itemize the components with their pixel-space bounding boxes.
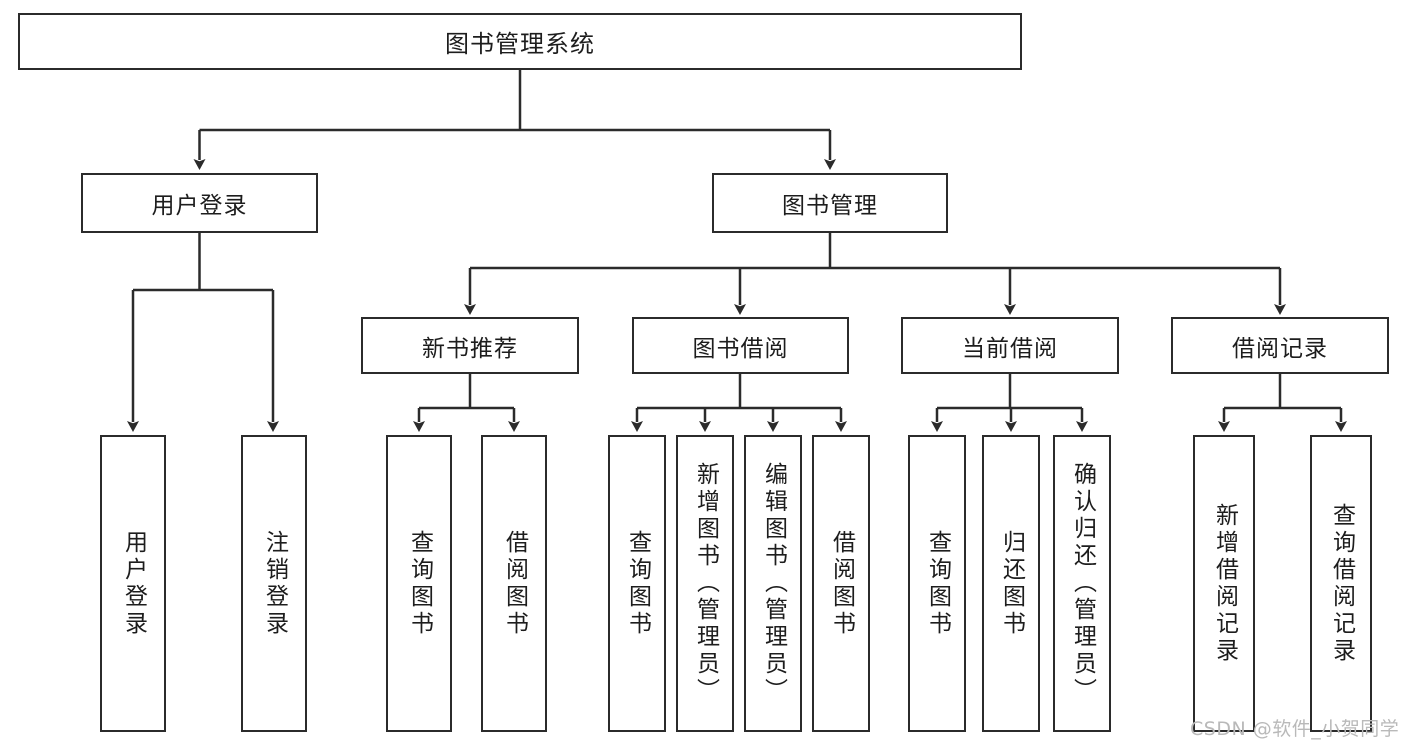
node-book-borrow-label: 图书借阅 xyxy=(692,335,789,362)
node-leaf-query-book-3-label: 查询图书 xyxy=(924,529,951,638)
node-leaf-return-book[interactable]: 归还图书 xyxy=(982,435,1040,732)
node-leaf-confirm-return-label: 确认归还（管理员） xyxy=(1069,462,1096,705)
node-leaf-confirm-return[interactable]: 确认归还（管理员） xyxy=(1053,435,1111,732)
node-leaf-borrow-book-1-label: 借阅图书 xyxy=(501,529,528,638)
node-leaf-add-book-admin[interactable]: 新增图书（管理员） xyxy=(676,435,734,732)
csdn-watermark: CSDN @软件_小贺同学 xyxy=(1190,718,1400,740)
node-book-management-label: 图书管理 xyxy=(782,193,878,219)
node-leaf-query-borrow-record-label: 查询借阅记录 xyxy=(1328,502,1355,665)
node-borrow-record-label: 借阅记录 xyxy=(1232,335,1328,362)
node-leaf-return-book-label: 归还图书 xyxy=(998,529,1025,638)
node-leaf-borrow-book-1[interactable]: 借阅图书 xyxy=(481,435,547,732)
node-leaf-add-borrow-record-label: 新增借阅记录 xyxy=(1211,502,1238,665)
node-current-borrow-label: 当前借阅 xyxy=(962,335,1058,362)
node-book-borrow[interactable]: 图书借阅 xyxy=(632,317,849,374)
node-user-login-label: 用户登录 xyxy=(151,193,248,219)
node-new-book-recommend[interactable]: 新书推荐 xyxy=(361,317,579,374)
node-leaf-logout-label: 注销登录 xyxy=(261,529,288,638)
node-borrow-record[interactable]: 借阅记录 xyxy=(1171,317,1389,374)
node-leaf-user-login[interactable]: 用户登录 xyxy=(100,435,166,732)
node-root-label: 图书管理系统 xyxy=(445,30,595,58)
node-leaf-query-book-1[interactable]: 查询图书 xyxy=(386,435,452,732)
node-new-book-recommend-label: 新书推荐 xyxy=(422,335,518,362)
node-leaf-borrow-book-2-label: 借阅图书 xyxy=(828,529,855,638)
node-leaf-query-book-2[interactable]: 查询图书 xyxy=(608,435,666,732)
node-current-borrow[interactable]: 当前借阅 xyxy=(901,317,1119,374)
node-leaf-add-borrow-record[interactable]: 新增借阅记录 xyxy=(1193,435,1255,732)
node-leaf-logout[interactable]: 注销登录 xyxy=(241,435,307,732)
node-leaf-edit-book-admin[interactable]: 编辑图书（管理员） xyxy=(744,435,802,732)
node-leaf-borrow-book-2[interactable]: 借阅图书 xyxy=(812,435,870,732)
node-leaf-user-login-label: 用户登录 xyxy=(120,529,147,638)
node-leaf-query-book-3[interactable]: 查询图书 xyxy=(908,435,966,732)
node-leaf-query-book-1-label: 查询图书 xyxy=(406,529,433,638)
node-user-login[interactable]: 用户登录 xyxy=(81,173,318,233)
node-leaf-edit-book-admin-label: 编辑图书（管理员） xyxy=(760,462,787,705)
node-leaf-query-book-2-label: 查询图书 xyxy=(624,529,651,638)
node-book-management[interactable]: 图书管理 xyxy=(712,173,948,233)
node-leaf-add-book-admin-label: 新增图书（管理员） xyxy=(692,462,719,705)
node-root[interactable]: 图书管理系统 xyxy=(18,13,1022,70)
node-leaf-query-borrow-record[interactable]: 查询借阅记录 xyxy=(1310,435,1372,732)
